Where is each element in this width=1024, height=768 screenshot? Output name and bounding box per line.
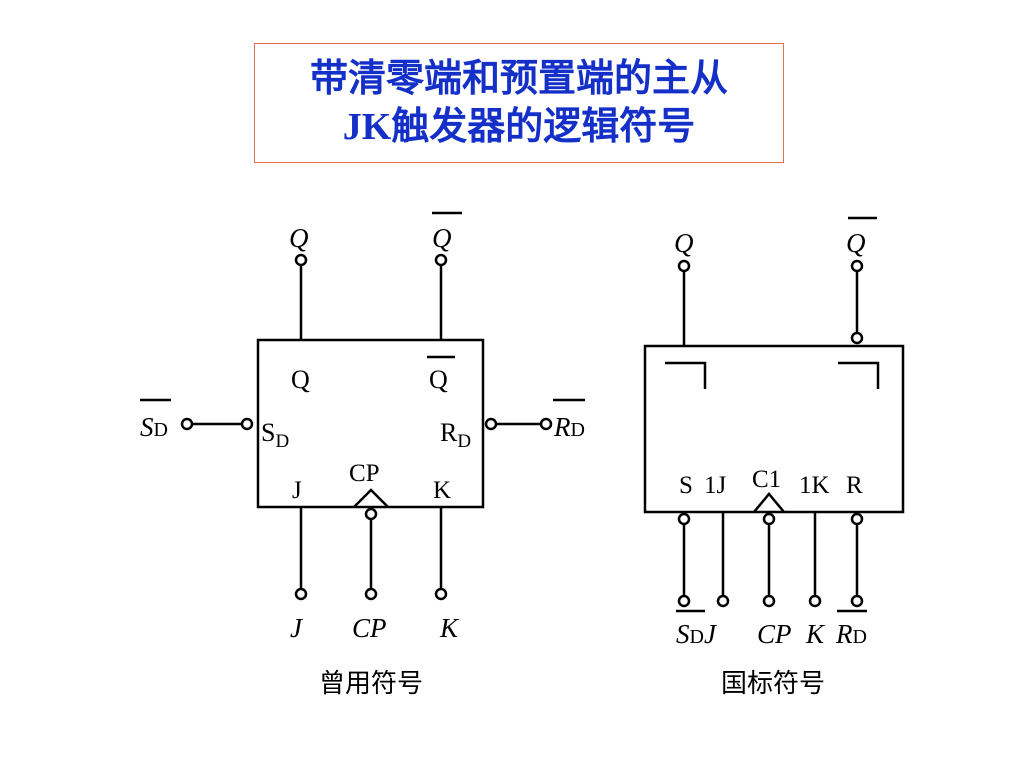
left-inner-qbar-label: Q xyxy=(429,365,448,394)
left-sd-sub: D xyxy=(154,419,168,441)
left-rd-input-label: RD xyxy=(553,412,585,442)
right-k-terminal xyxy=(808,594,822,608)
right-rd-input-label: RD xyxy=(835,619,867,649)
right-r-terminal xyxy=(850,594,864,608)
left-sd-terminal xyxy=(180,417,194,431)
left-symbol-caption: 曾用符号 xyxy=(319,669,423,698)
left-cp-terminal xyxy=(364,587,378,601)
left-cp-triangle xyxy=(353,488,389,508)
right-inner-s-label: S xyxy=(679,472,693,499)
right-q-output-label: Q xyxy=(674,228,694,258)
left-inner-rd-sub: D xyxy=(457,431,471,452)
left-sd-main: S xyxy=(140,412,154,442)
left-rd-terminal xyxy=(539,417,553,431)
right-r-inversion-bubble xyxy=(850,512,864,526)
right-c1-terminal xyxy=(762,594,776,608)
right-k-input-label: K xyxy=(805,619,826,649)
left-j-input-label: J xyxy=(290,613,304,643)
title-box: 带清零端和预置端的主从 JK触发器的逻辑符号 xyxy=(254,43,784,163)
left-k-input-label: K xyxy=(439,613,460,643)
left-rd-main: R xyxy=(553,412,571,442)
left-sd-input-label: SD xyxy=(140,412,168,442)
left-rd-sub: D xyxy=(571,419,585,441)
right-qbar-terminal xyxy=(850,259,864,273)
left-inner-sd-main: S xyxy=(261,418,275,447)
right-rd-main: R xyxy=(835,619,853,649)
left-inner-sd-sub: D xyxy=(275,431,289,452)
right-qbar-postponed-mark xyxy=(838,361,880,389)
title-line-1: 带清零端和预置端的主从 xyxy=(309,58,728,100)
right-inner-1k-label: 1K xyxy=(799,472,830,499)
right-s-inversion-bubble xyxy=(677,512,691,526)
left-inner-rd-main: R xyxy=(440,418,458,447)
left-inner-sd-label: SD xyxy=(261,418,289,452)
left-flipflop-box xyxy=(256,338,485,509)
right-inner-1j-label: 1J xyxy=(704,472,727,499)
right-s-terminal xyxy=(677,594,691,608)
right-inner-r-label: R xyxy=(846,472,863,499)
left-cp-input-label: CP xyxy=(352,613,387,643)
left-qbar-output-label: Q xyxy=(432,223,452,253)
left-inner-rd-label: RD xyxy=(440,418,471,452)
left-cp-inversion-bubble xyxy=(364,507,378,521)
right-c1-triangle xyxy=(753,492,785,513)
right-q-postponed-mark xyxy=(665,361,707,389)
left-q-output-label: Q xyxy=(289,223,309,253)
right-j-terminal xyxy=(716,594,730,608)
left-inner-j-label: J xyxy=(292,477,302,504)
right-qbar-output-label: Q xyxy=(846,228,866,258)
right-sd-sub: D xyxy=(690,626,704,648)
right-sd-main: S xyxy=(676,619,690,649)
right-q-terminal xyxy=(677,259,691,273)
left-j-terminal xyxy=(294,587,308,601)
title-line-2: JK触发器的逻辑符号 xyxy=(342,106,696,148)
right-rd-sub: D xyxy=(853,626,867,648)
left-qbar-terminal xyxy=(434,253,448,267)
right-flipflop-box xyxy=(643,344,905,514)
left-rd-inversion-bubble xyxy=(484,417,498,431)
right-cp-input-label: CP xyxy=(757,619,792,649)
left-inner-q-label: Q xyxy=(291,365,310,394)
right-sd-input-label: SDJ xyxy=(676,619,718,649)
right-j-input-label: J xyxy=(704,619,718,649)
right-inner-c1-label: C1 xyxy=(752,466,781,493)
left-q-terminal xyxy=(294,253,308,267)
right-symbol-caption: 国标符号 xyxy=(721,669,825,698)
left-k-terminal xyxy=(434,587,448,601)
left-inner-cp-label: CP xyxy=(349,460,380,487)
left-inner-k-label: K xyxy=(433,477,451,504)
right-c1-inversion-bubble xyxy=(762,512,776,526)
left-sd-inversion-bubble xyxy=(240,417,254,431)
right-qbar-inversion-bubble xyxy=(850,331,864,345)
